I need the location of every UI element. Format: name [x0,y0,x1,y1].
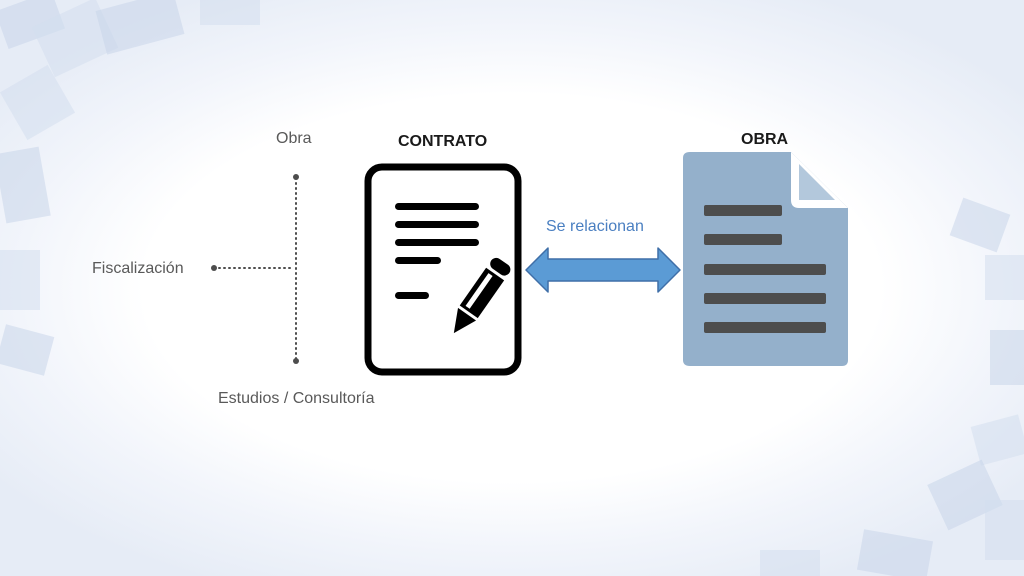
background-tile [985,255,1024,300]
label-obra-title: OBRA [741,131,789,148]
label-se-relacionan: Se relacionan [546,218,644,235]
background-tile [985,500,1024,560]
document-icon [683,152,848,366]
label-contrato: CONTRATO [398,133,488,150]
background-tile [200,0,260,25]
contract-document-pencil-icon [364,163,522,376]
label-obra-small: Obra [276,130,312,147]
connector-end-top [293,174,299,180]
connector-end-bottom [293,358,299,364]
label-estudios: Estudios / Consultoría [218,390,375,407]
connector-end-left [211,265,217,271]
label-fiscalizacion: Fiscalización [92,260,184,277]
background-tile [0,250,40,310]
background-tile [990,330,1024,385]
double-arrow-icon [525,247,681,293]
background-tile [760,550,820,576]
